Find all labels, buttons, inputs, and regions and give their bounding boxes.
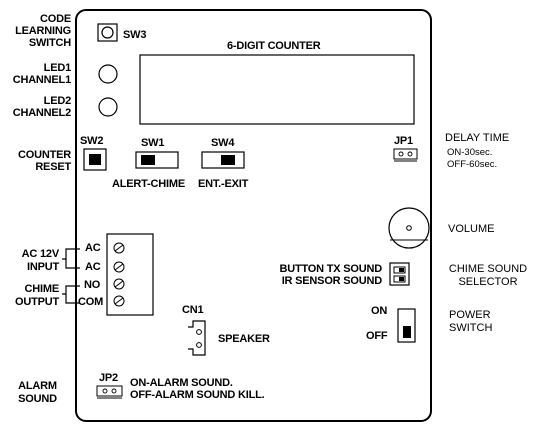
code-learning-switch-label: CODE LEARNING SWITCH [15,13,71,49]
terminal-ac-1-label: AC [85,242,101,254]
terminal-block [106,233,154,316]
sw2-label: SW2 [80,135,104,147]
sw4-label: SW4 [211,137,235,149]
led1-label: LED1 CHANNEL1 [12,62,71,86]
chime-sound-selector-label: CHIME SOUND SELECTOR [448,263,528,288]
alert-chime-label: ALERT-CHIME [112,178,185,190]
sw2-button-cap [89,154,101,165]
power-switch-label: POWER SWITCH [449,309,493,334]
jp2-jumper [96,385,123,397]
power-on-label: ON [371,305,388,317]
speaker-label: SPEAKER [218,333,270,345]
sw3-label: SW3 [123,29,147,41]
sw1-slide-knob [141,155,155,165]
ir-sensor-sound-label: IR SENSOR SOUND [281,275,382,287]
jp2-off-label: OFF-ALARM SOUND KILL. [130,389,265,401]
counter-display [139,54,415,125]
volume-label: VOLUME [448,223,495,235]
terminal-com-label: COM [78,296,104,308]
chime-output-label: CHIME OUTPUT [14,283,59,308]
alarm-sound-label: ALARM SOUND [18,380,57,405]
button-tx-sound-label: BUTTON TX SOUND [279,263,382,275]
power-off-label: OFF [366,330,388,342]
terminal-ac-2-label: AC [85,261,101,273]
led2-label: LED2 CHANNEL2 [12,95,71,119]
delay-on-label: ON-30sec. [447,147,493,158]
delay-off-label: OFF-60sec. [447,159,498,170]
jp2-on-label: ON-ALARM SOUND. [130,377,233,389]
jp1-jumper [393,148,418,160]
volume-knob [388,207,430,249]
ent-exit-label: ENT.-EXIT [198,178,249,190]
counter-reset-label: COUNTER RESET [18,149,71,173]
sw3-button-knob [101,26,114,39]
terminal-no-label: NO [84,279,101,291]
cn1-connector [188,320,206,356]
board-outline [75,9,432,422]
jp2-label: JP2 [99,372,118,384]
sw1-label: SW1 [141,137,165,149]
cn1-label: CN1 [182,304,204,316]
ac-input-label: AC 12V INPUT [21,248,60,273]
sw4-slide-knob [221,155,235,165]
led2-indicator [98,97,118,117]
jp1-label: JP1 [394,135,413,147]
delay-time-label: DELAY TIME [445,132,510,144]
counter-title: 6-DIGIT COUNTER [227,40,321,52]
sw3-button [97,23,118,42]
led1-indicator [98,64,118,84]
